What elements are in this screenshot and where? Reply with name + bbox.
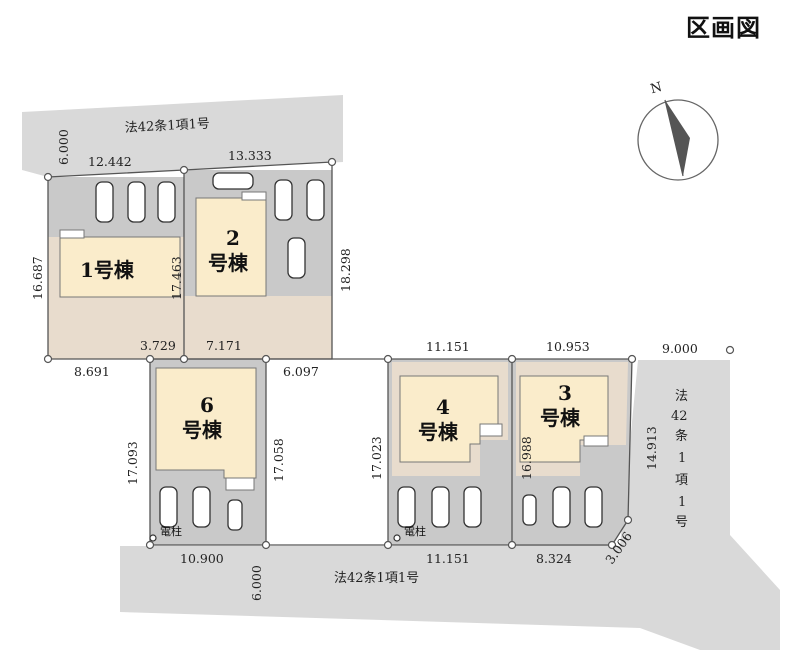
lot6-entry bbox=[225, 477, 255, 491]
building-4-word: 号棟 bbox=[418, 420, 459, 444]
svg-text:項: 項 bbox=[675, 473, 688, 488]
lot4-entry bbox=[479, 423, 503, 437]
bottom-road bbox=[120, 360, 780, 650]
lot2-building bbox=[195, 197, 267, 297]
dim-lot3-right: 14.913 bbox=[644, 426, 659, 470]
svg-text:1: 1 bbox=[678, 495, 686, 510]
utility-pole-label-middle: 電柱 bbox=[404, 524, 426, 538]
svg-text:法: 法 bbox=[675, 389, 688, 404]
svg-text:42: 42 bbox=[671, 409, 688, 424]
building-1-label: 1号棟 bbox=[80, 258, 135, 282]
dim-top-road-width: 6.000 bbox=[56, 129, 71, 165]
dim-lot1-bottom: 8.691 bbox=[74, 364, 110, 379]
top-road-label: 法42条1項1号 bbox=[124, 116, 210, 136]
boundary-markers bbox=[43, 157, 735, 550]
dim-lot1-right: 17.463 bbox=[169, 256, 184, 300]
dim-lot3-bottom: 8.324 bbox=[536, 551, 572, 566]
svg-text:1: 1 bbox=[678, 451, 686, 466]
parking-cars bbox=[95, 172, 603, 531]
svg-text:号: 号 bbox=[675, 515, 688, 530]
lot2-entry bbox=[241, 191, 267, 201]
utility-pole-left bbox=[149, 534, 157, 542]
building-2-number: 2 bbox=[226, 226, 240, 250]
dim-lot1-top: 12.442 bbox=[88, 154, 132, 169]
utility-pole-label-left: 電柱 bbox=[160, 524, 182, 538]
dim-lot2-right: 18.298 bbox=[338, 248, 353, 292]
lot6-building bbox=[155, 367, 257, 479]
dim-lot4-top: 11.151 bbox=[426, 339, 470, 354]
dim-lot-mid-a: 3.729 bbox=[140, 338, 176, 353]
bottom-road-label: 法42条1項1号 bbox=[334, 570, 419, 586]
building-2-word: 号棟 bbox=[208, 251, 249, 275]
dim-lot6-bottom: 10.900 bbox=[180, 551, 224, 566]
lot1-building bbox=[59, 236, 181, 298]
building-4-number: 4 bbox=[436, 395, 450, 419]
building-6-word: 号棟 bbox=[182, 418, 223, 442]
dim-right-road-width: 9.000 bbox=[662, 341, 698, 356]
dim-lot3-left: 16.988 bbox=[519, 436, 534, 480]
top-road bbox=[22, 95, 343, 177]
building-3-number: 3 bbox=[558, 381, 572, 405]
dim-lot6-left: 17.093 bbox=[125, 441, 140, 485]
lot1-entry bbox=[59, 229, 85, 239]
dim-lot4-bottom: 11.151 bbox=[426, 551, 470, 566]
building-3-word: 号棟 bbox=[540, 406, 581, 430]
lot3-building bbox=[519, 375, 609, 463]
right-road-label: 法 42 条 1 項 1 号 bbox=[671, 389, 688, 530]
dim-bottom-road-width: 6.000 bbox=[249, 565, 264, 601]
north-compass-icon: N bbox=[637, 80, 719, 181]
svg-text:条: 条 bbox=[675, 428, 688, 444]
lot3-entry bbox=[583, 435, 609, 447]
dim-lot-mid-b: 7.171 bbox=[206, 338, 242, 353]
dim-lot2-top: 13.333 bbox=[228, 148, 272, 163]
dim-lot1-left: 16.687 bbox=[30, 256, 45, 300]
utility-pole-middle bbox=[393, 534, 401, 542]
dim-lot6-right: 17.058 bbox=[271, 438, 286, 482]
building-6-number: 6 bbox=[200, 393, 214, 417]
dim-lot4-left: 17.023 bbox=[369, 436, 384, 480]
dim-lot3-top: 10.953 bbox=[546, 339, 590, 354]
lot4-building bbox=[399, 375, 499, 463]
dim-lot2-bottom: 6.097 bbox=[283, 364, 319, 379]
compass-north-label: N bbox=[649, 80, 664, 97]
